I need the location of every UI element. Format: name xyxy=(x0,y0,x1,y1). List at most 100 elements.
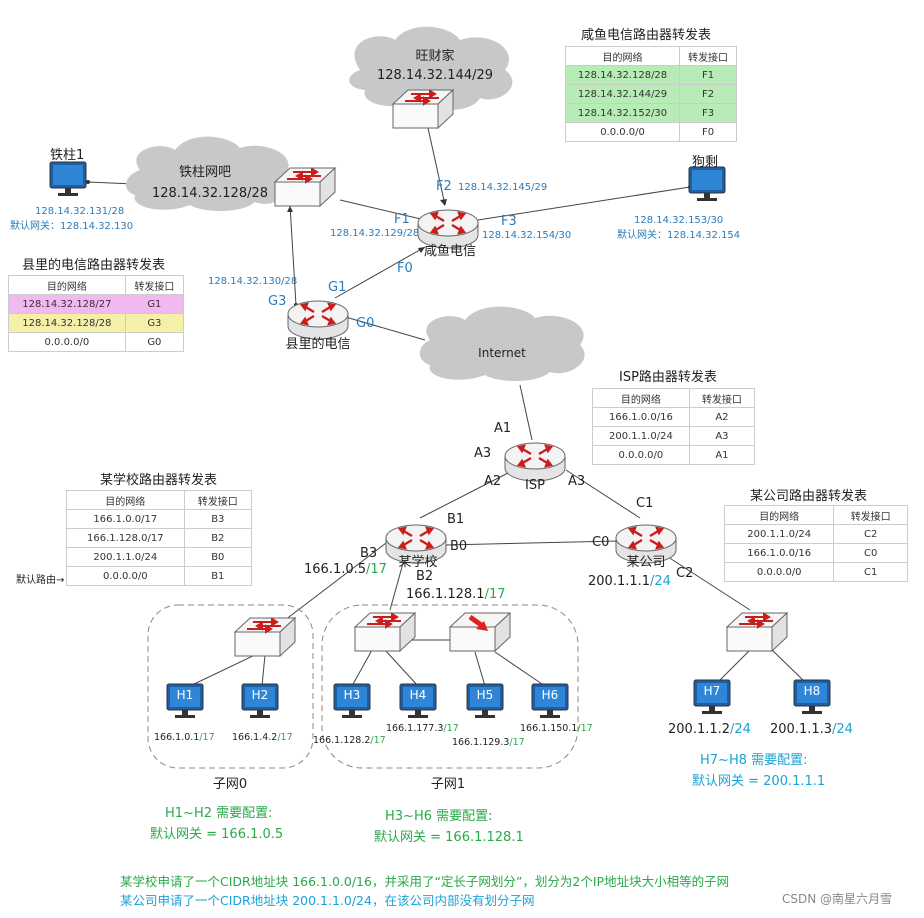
default-route-label: 默认路由→ xyxy=(16,575,65,586)
if-a1: A1 xyxy=(494,421,511,436)
cloud-tiezhu-bar xyxy=(125,136,290,211)
host-h4-ip: 166.1.177.3/17 xyxy=(386,723,459,734)
host-h8-ip: 200.1.1.3/24 xyxy=(770,722,853,737)
note-school: 某学校申请了一个CIDR地址块 166.1.0.0/16，并采用了“定长子网划分… xyxy=(120,874,730,889)
table-cell: G1 xyxy=(124,294,185,314)
if-f2: F2 xyxy=(436,179,452,194)
table-cell: 166.1.128.0/17 xyxy=(66,528,185,548)
table-header: 转发接口 xyxy=(679,46,737,66)
cloud-wangcaijia-name: 旺财家 xyxy=(415,48,454,64)
if-f3-ip: 128.14.32.154/30 xyxy=(482,230,571,241)
table-cell: 0.0.0.0/0 xyxy=(723,562,835,582)
if-b2-addr: 166.1.128.1/17 xyxy=(406,587,506,602)
if-f3: F3 xyxy=(501,214,517,229)
host-h7-ip: 200.1.1.2/24 xyxy=(668,722,751,737)
if-f1-ip: 128.14.32.129/28 xyxy=(330,228,419,239)
table-cell: C2 xyxy=(833,524,908,544)
host-h3-ip: 166.1.128.2/17 xyxy=(313,735,386,746)
table-cell: 0.0.0.0/0 xyxy=(66,566,185,586)
host-h5-name: H5 xyxy=(477,688,494,702)
host-h6-ip: 166.1.150.1/17 xyxy=(520,723,593,734)
table-cell: B3 xyxy=(183,509,253,529)
subnet1-boundary xyxy=(321,604,579,769)
table-header: 转发接口 xyxy=(833,505,908,525)
note-h12-title: H1~H2 需要配置: xyxy=(165,806,273,821)
cloud-internet xyxy=(419,306,585,381)
switch-wangcaijia xyxy=(392,89,454,129)
table-cell: G3 xyxy=(124,313,185,333)
table-cell: 166.1.0.0/16 xyxy=(592,407,690,427)
cloud-tiezhu-net: 128.14.32.128/28 xyxy=(152,186,268,201)
table-cell: F1 xyxy=(679,65,737,85)
table-cell: B1 xyxy=(183,566,253,586)
if-c-addr: 200.1.1.1/24 xyxy=(588,574,671,589)
note-h12-gw: 默认网关 = 166.1.0.5 xyxy=(150,827,284,842)
cloud-tiezhu-name: 铁柱网吧 xyxy=(179,165,231,180)
table-cell: F0 xyxy=(679,122,737,142)
host-h8-name: H8 xyxy=(804,684,821,698)
table-cell: C1 xyxy=(833,562,908,582)
if-b2: B2 xyxy=(416,569,433,584)
table-cell: A2 xyxy=(688,407,756,427)
table-header: 目的网络 xyxy=(723,505,835,525)
host-h1-ip: 166.1.0.1/17 xyxy=(154,732,215,743)
note-h36-gw: 默认网关 = 166.1.128.1 xyxy=(374,830,524,845)
if-g0: G0 xyxy=(356,316,374,331)
host-h2-name: H2 xyxy=(252,688,269,702)
if-f2-ip: 128.14.32.145/29 xyxy=(458,182,547,193)
table-cell: 128.14.32.128/28 xyxy=(8,313,126,333)
table-xianyu-title: 咸鱼电信路由器转发表 xyxy=(581,28,712,43)
if-a3-right: A3 xyxy=(568,474,585,489)
if-g3-ip: 128.14.32.130/28 xyxy=(208,276,297,287)
table-company-title: 某公司路由器转发表 xyxy=(750,489,868,504)
table-cell: 166.1.0.0/17 xyxy=(66,509,185,529)
host-tiezhu1-name: 铁柱1 xyxy=(50,148,84,163)
note-h78-title: H7~H8 需要配置: xyxy=(700,753,808,768)
table-header: 转发接口 xyxy=(688,388,756,408)
table-cell: G0 xyxy=(124,332,185,352)
router-county xyxy=(286,299,350,341)
links xyxy=(87,127,806,687)
cloud-wangcaijia xyxy=(349,26,513,110)
table-cell: C0 xyxy=(833,543,908,563)
router-xianyu xyxy=(416,208,480,250)
if-f1: F1 xyxy=(394,212,410,227)
router-school-label: 某学校 xyxy=(398,554,437,570)
host-h3-name: H3 xyxy=(344,688,361,702)
table-cell: B0 xyxy=(183,547,253,567)
table-school-title: 某学校路由器转发表 xyxy=(100,473,218,488)
cloud-internet-name: Internet xyxy=(478,346,526,360)
subnet0-label: 子网0 xyxy=(213,777,247,792)
router-company-label: 某公司 xyxy=(626,555,665,570)
table-cell: B2 xyxy=(183,528,253,548)
if-a3-left: A3 xyxy=(474,446,491,461)
table-header: 目的网络 xyxy=(8,275,126,295)
table-cell: 200.1.1.0/24 xyxy=(723,524,835,544)
router-isp-label: ISP xyxy=(525,478,545,493)
switch-subnet0 xyxy=(234,617,296,657)
table-cell: 0.0.0.0/0 xyxy=(8,332,126,352)
host-h4-name: H4 xyxy=(410,688,427,702)
table-cell: 128.14.32.128/28 xyxy=(564,65,681,85)
table-cell: 166.1.0.0/16 xyxy=(723,543,835,563)
watermark: CSDN @南星六月雪 xyxy=(782,892,893,906)
host-goushen-gw: 默认网关：128.14.32.154 xyxy=(617,228,740,241)
table-cell: 200.1.1.0/24 xyxy=(66,547,185,567)
host-h1-name: H1 xyxy=(177,688,194,702)
table-isp-title: ISP路由器转发表 xyxy=(619,370,717,385)
host-h5-ip: 166.1.129.3/17 xyxy=(452,737,525,748)
if-b0: B0 xyxy=(450,539,467,554)
if-c0: C0 xyxy=(592,535,609,550)
switch-tiezhu-bar xyxy=(274,167,336,207)
host-tiezhu1-ip: 128.14.32.131/28 xyxy=(35,206,124,217)
router-isp xyxy=(503,441,567,483)
host-h2-ip: 166.1.4.2/17 xyxy=(232,732,293,743)
subnet1-label: 子网1 xyxy=(431,777,465,792)
table-header: 目的网络 xyxy=(66,490,185,510)
